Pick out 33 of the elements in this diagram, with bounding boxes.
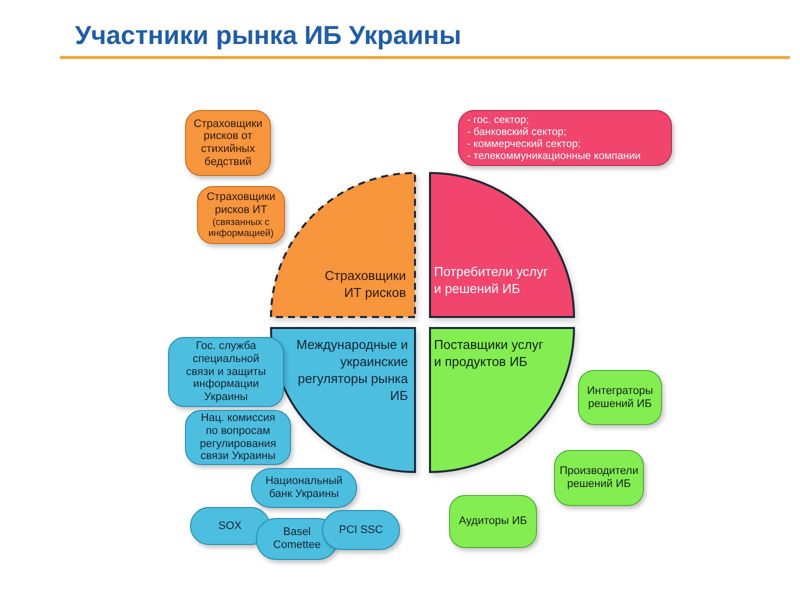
list-item: - телекоммуникационные компании	[467, 150, 641, 162]
segment-label: Потребители услуг и решений ИБ	[434, 264, 550, 298]
list-item: - банковский сектор;	[467, 126, 566, 138]
segment-label: Страховщики ИТ рисков	[324, 268, 406, 302]
card-label: Basel Comettee	[272, 526, 322, 552]
card-note: (связанных с информацией)	[207, 216, 275, 239]
card-label: PCI SSC	[338, 524, 383, 536]
participant-card	[197, 186, 285, 244]
card-label: Аудиторы ИБ	[458, 515, 528, 528]
participant-card	[554, 450, 644, 506]
participant-card	[449, 495, 537, 548]
participant-card	[458, 110, 672, 166]
card-label: Гос. служба специальной связи и защиты информации Украины	[185, 340, 267, 404]
card-label: Национальный банк Украины	[264, 475, 344, 501]
card-label: Страховщики рисков ИТ	[206, 191, 276, 217]
participant-card	[168, 337, 284, 407]
participant-card	[251, 468, 357, 508]
list-item: - гос. сектор;	[467, 114, 530, 126]
participant-card	[322, 510, 400, 550]
card-label: Нац. комиссия по вопросам регулирования связи Украины	[198, 412, 278, 463]
card-label: SOX	[218, 520, 242, 532]
participant-card	[185, 410, 291, 465]
participant-card	[190, 507, 270, 545]
list-item: - коммерческий сектор;	[467, 138, 581, 150]
slide-title: Участники рынка ИБ Украины	[75, 20, 462, 51]
pie-segment	[429, 172, 575, 318]
participant-card	[578, 370, 662, 425]
participant-card	[185, 110, 271, 176]
segment-label: Международные и украинские регуляторы рынка ИБ	[295, 337, 408, 405]
card-label: Интеграторы решений ИБ	[586, 384, 654, 410]
segment-label: Поставщики услуг и продуктов ИБ	[434, 337, 544, 371]
card-label: Страховщики рисков от стихийных бедствий	[194, 118, 262, 168]
card-label: Производители решений ИБ	[560, 465, 638, 491]
